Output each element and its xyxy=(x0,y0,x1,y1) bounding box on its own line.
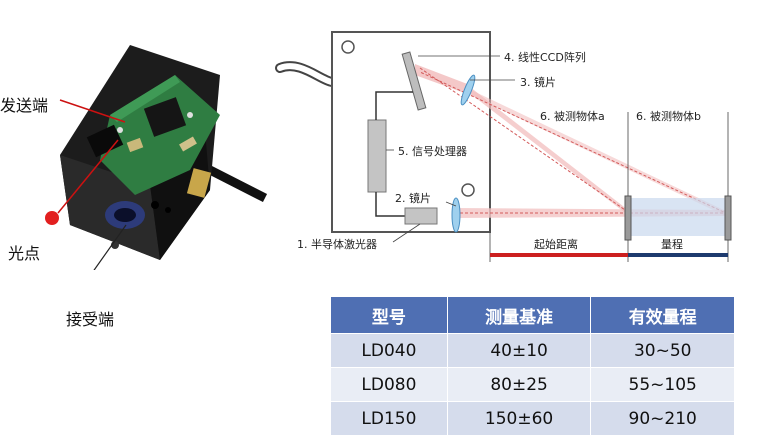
cell-model: LD080 xyxy=(330,367,448,402)
header-model: 型号 xyxy=(330,296,448,334)
table-row: LD150 150±60 90~210 xyxy=(330,401,735,436)
reflected-beam-b xyxy=(468,89,728,217)
mount-hole-bottom xyxy=(461,183,475,197)
cell-reference: 150±60 xyxy=(446,401,592,436)
label-semiconductor-laser: 1. 半导体激光器 xyxy=(297,238,377,251)
label-start-distance: 起始距离 xyxy=(534,238,578,251)
label-target-b: 6. 被测物体b xyxy=(636,110,701,123)
principle-diagram xyxy=(275,31,732,262)
target-a xyxy=(624,195,632,241)
lens-3 xyxy=(460,74,476,106)
wiring xyxy=(375,91,413,120)
mount-hole-top xyxy=(341,40,355,54)
range-bar xyxy=(628,253,728,257)
table-row: LD040 40±10 30~50 xyxy=(330,333,735,368)
start-distance-bar xyxy=(490,253,628,257)
label-range: 量程 xyxy=(661,238,683,251)
table-header-row: 型号 测量基准 有效量程 xyxy=(330,296,735,334)
cell-reference: 40±10 xyxy=(446,333,592,368)
cell-model: LD150 xyxy=(330,401,448,436)
label-light-spot: 光点 xyxy=(8,244,41,263)
laser-spot xyxy=(45,211,59,225)
label-lens-3: 3. 镜片 xyxy=(520,76,556,89)
connector-pins xyxy=(186,168,212,198)
cell-reference: 80±25 xyxy=(446,367,592,402)
table-row: LD080 80±25 55~105 xyxy=(330,367,735,402)
semiconductor-laser xyxy=(404,207,438,225)
cell-range: 55~105 xyxy=(590,367,735,402)
label-ccd-array: 4. 线性CCD阵列 xyxy=(504,51,586,64)
send-window xyxy=(86,124,124,158)
signal-processor xyxy=(367,119,387,193)
cell-range: 90~210 xyxy=(590,401,735,436)
chip xyxy=(143,97,187,137)
label-lens-2: 2. 镜片 xyxy=(395,192,431,205)
label-receive-end: 接受端 xyxy=(66,310,115,329)
header-effective-range: 有效量程 xyxy=(590,296,735,334)
cell-model: LD040 xyxy=(330,333,448,368)
sensor-cable xyxy=(207,165,268,203)
ccd-array xyxy=(401,51,427,111)
lens-2 xyxy=(451,197,461,233)
target-b xyxy=(724,195,732,241)
label-send-end: 发送端 xyxy=(0,96,49,115)
header-reference: 测量基准 xyxy=(446,296,592,334)
sensor-photo xyxy=(57,45,268,270)
cell-range: 30~50 xyxy=(590,333,735,368)
label-target-a: 6. 被测物体a xyxy=(540,110,605,123)
range-box xyxy=(628,198,728,236)
reflected-beam-a xyxy=(468,87,628,215)
reflected-beam-to-ccd xyxy=(415,64,470,95)
spec-table: 型号 测量基准 有效量程 LD040 40±10 30~50 LD080 80±… xyxy=(330,296,735,436)
label-signal-processor: 5. 信号处理器 xyxy=(398,145,467,158)
